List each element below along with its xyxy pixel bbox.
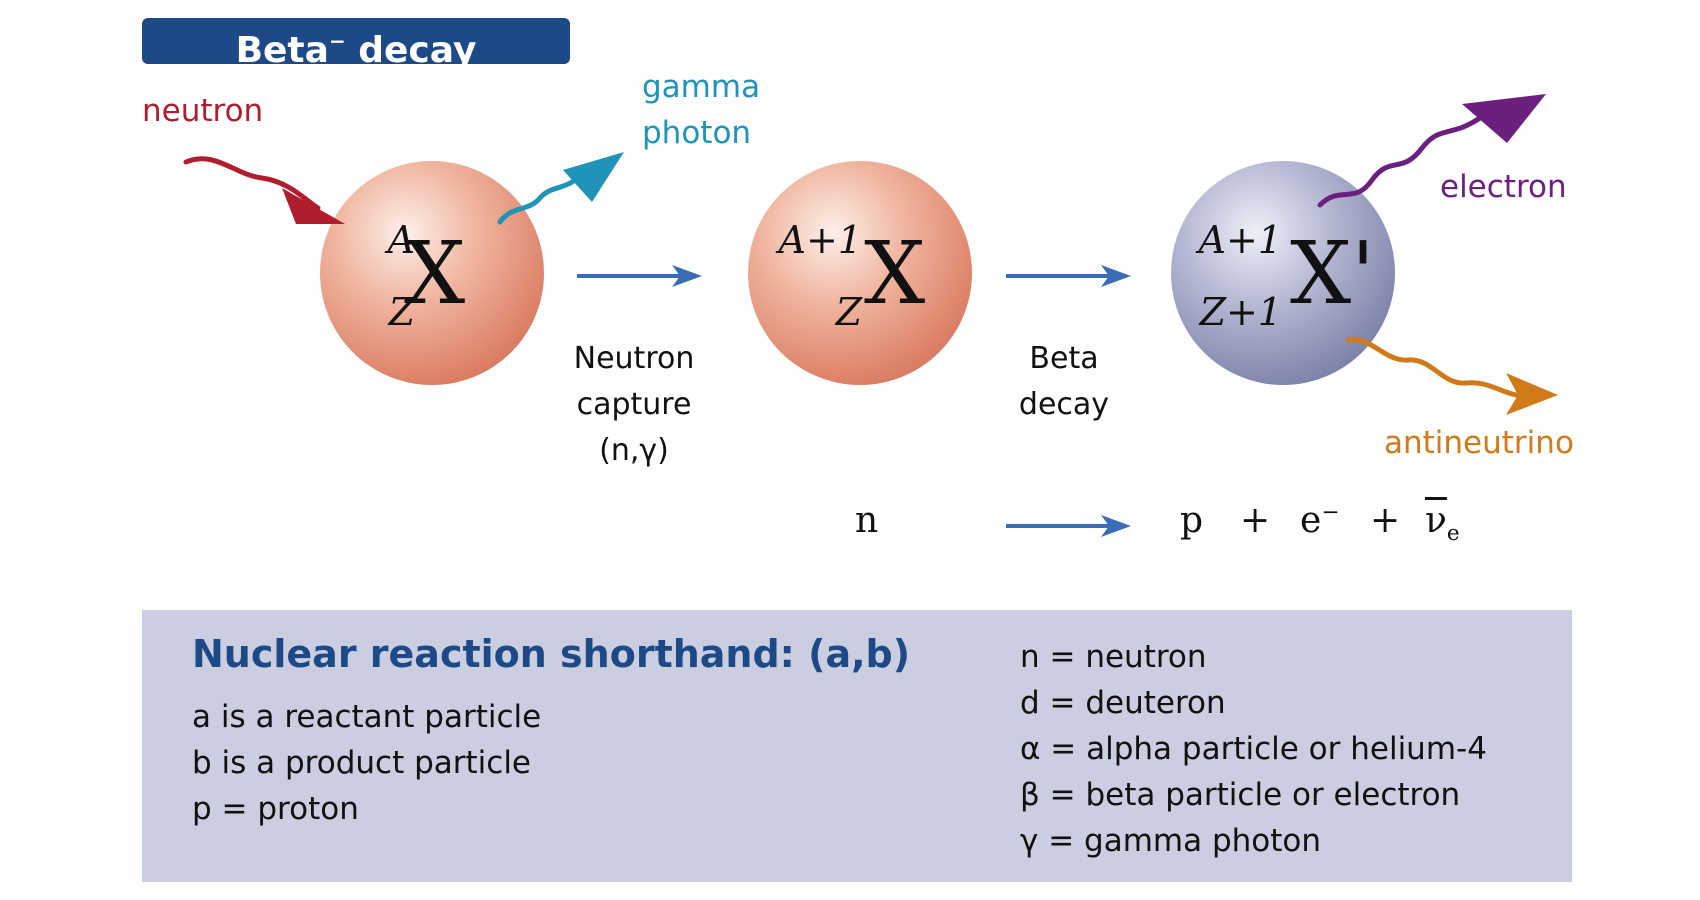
legend-right-item-4: β = beta particle or electron <box>1020 777 1461 813</box>
legend-left-item-3: p = proton <box>192 791 359 827</box>
neutron-capture-label-line1: Neutron <box>573 341 695 376</box>
neutron-label: neutron <box>142 93 264 129</box>
legend-right-item-1: n = neutron <box>1020 639 1207 675</box>
beta-decay-label-line2: decay <box>1018 387 1110 422</box>
legend-panel <box>142 610 1572 882</box>
legend-title: Nuclear reaction shorthand: (a,b) <box>192 632 911 676</box>
nuclide2-symbol: X <box>864 224 926 324</box>
nuclide2-atomic-number: Z <box>835 290 862 334</box>
legend-left-item-1: a is a reactant particle <box>192 699 542 735</box>
neutron-arrow <box>183 156 345 224</box>
legend-left-item-2: b is a product particle <box>192 745 532 781</box>
nuclide3-symbol: X' <box>1290 224 1375 324</box>
beta-decay-label-line1: Beta <box>1029 341 1099 376</box>
diagram-title: Beta− decay <box>235 29 477 71</box>
nucleus-reactant <box>320 161 544 385</box>
title-banner <box>142 18 570 64</box>
equation-arrow <box>1006 515 1131 537</box>
nucleus-product <box>1171 161 1395 385</box>
legend-right-item-5: γ = gamma photon <box>1020 823 1322 859</box>
antineutrino-label: antineutrino <box>1384 425 1574 461</box>
nuclide3-mass-number: A+1 <box>1198 218 1282 262</box>
equation-proton: p <box>1180 500 1204 541</box>
electron-arrow <box>1317 94 1546 208</box>
electron-label: electron <box>1440 169 1567 205</box>
antineutrino-arrow <box>1345 336 1558 415</box>
equation-plus-2: + <box>1370 500 1401 541</box>
equation-neutron: n <box>855 500 879 541</box>
nuclide1-mass-number: A <box>387 218 415 262</box>
nuclide3-atomic-number: Z+1 <box>1199 290 1282 334</box>
equation-antineutrino: νe <box>1425 500 1460 547</box>
legend-right-item-3: α = alpha particle or helium-4 <box>1020 731 1487 767</box>
nuclide1-symbol: X <box>404 224 466 324</box>
nuclide2-mass-number: A+1 <box>778 218 862 262</box>
gamma-label-line2: photon <box>642 115 752 151</box>
neutron-capture-label-line2: capture <box>576 387 692 422</box>
nuclide1-atomic-number: Z <box>388 290 415 334</box>
equation-plus-1: + <box>1240 500 1271 541</box>
equation-electron: e− <box>1300 500 1340 541</box>
gamma-label-line1: gamma <box>642 69 761 105</box>
neutron-capture-label-line3: (n,γ) <box>599 433 669 468</box>
gamma-photon-arrow <box>497 152 624 225</box>
beta-decay-arrow <box>1006 265 1131 287</box>
nucleus-intermediate <box>748 161 972 385</box>
legend-right-item-2: d = deuteron <box>1020 685 1226 721</box>
neutron-capture-arrow <box>577 265 702 287</box>
